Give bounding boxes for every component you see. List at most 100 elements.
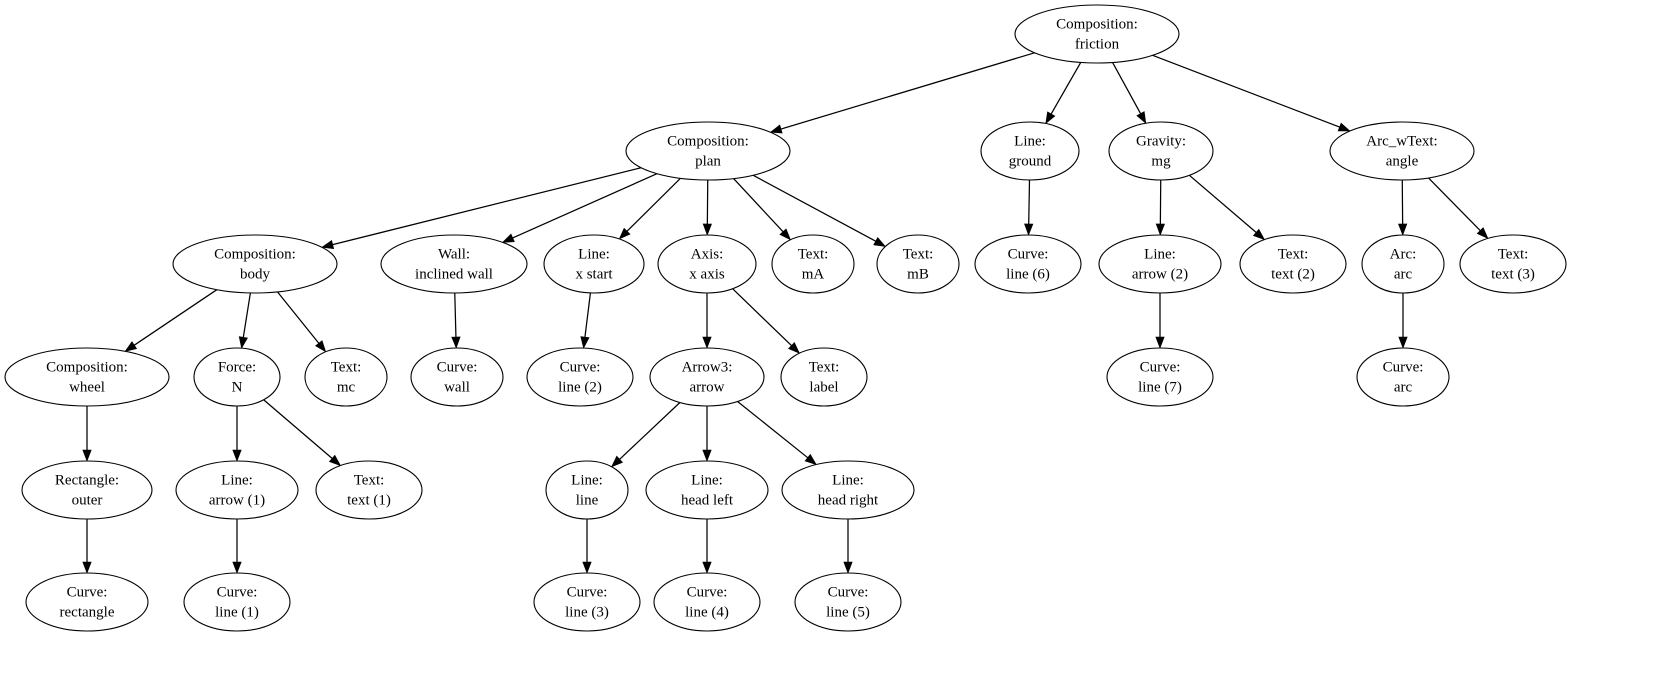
node-ellipse[interactable] — [1014, 4, 1180, 64]
graph-node-text2[interactable]: Text:text (2) — [1239, 234, 1347, 294]
graph-node-wheel[interactable]: Composition:wheel — [4, 347, 170, 407]
node-ellipse[interactable] — [1356, 347, 1450, 407]
node-ellipse[interactable] — [1106, 347, 1214, 407]
graph-node-mc[interactable]: Text:mc — [304, 347, 388, 407]
graph-node-angle[interactable]: Arc_wText:angle — [1329, 121, 1475, 181]
nodes-layer: Composition:frictionComposition:planLine… — [4, 4, 1567, 632]
graph-node-line2[interactable]: Curve:line (2) — [526, 347, 634, 407]
node-ellipse[interactable] — [1108, 121, 1214, 181]
node-ellipse[interactable] — [657, 234, 757, 294]
node-label-name: arrow — [690, 379, 725, 395]
node-label-name: line (2) — [558, 379, 602, 395]
node-label-type: Text: — [331, 359, 362, 375]
graph-node-mB[interactable]: Text:mB — [876, 234, 960, 294]
node-ellipse[interactable] — [193, 347, 281, 407]
arrowhead-icon — [582, 561, 592, 574]
node-ellipse[interactable] — [21, 460, 153, 520]
node-label-type: Text: — [809, 359, 840, 375]
node-ellipse[interactable] — [410, 347, 504, 407]
graph-node-rectangle[interactable]: Curve:rectangle — [25, 572, 149, 632]
graph-node-line7[interactable]: Curve:line (7) — [1106, 347, 1214, 407]
graph-node-arcCurve[interactable]: Curve:arc — [1356, 347, 1450, 407]
graph-node-ground[interactable]: Line:ground — [980, 121, 1080, 181]
node-ellipse[interactable] — [876, 234, 960, 294]
node-label-type: Curve: — [1383, 359, 1424, 375]
graph-node-line1[interactable]: Curve:line (1) — [183, 572, 291, 632]
graph-node-line5[interactable]: Curve:line (5) — [794, 572, 902, 632]
graph-node-body[interactable]: Composition:body — [172, 234, 338, 294]
node-ellipse[interactable] — [4, 347, 170, 407]
graph-edge — [626, 177, 681, 232]
graph-edge — [263, 399, 333, 459]
graph-edge — [780, 52, 1035, 130]
graph-node-wall[interactable]: Curve:wall — [410, 347, 504, 407]
node-ellipse[interactable] — [794, 572, 902, 632]
node-label-name: text (2) — [1271, 266, 1315, 282]
graph-edge — [133, 289, 218, 346]
graph-edge — [737, 400, 809, 459]
node-ellipse[interactable] — [172, 234, 338, 294]
graph-edge — [619, 402, 681, 460]
node-ellipse[interactable] — [1361, 234, 1445, 294]
graph-node-xaxis[interactable]: Axis:x axis — [657, 234, 757, 294]
node-label-name: line (1) — [215, 604, 259, 620]
graph-node-line3[interactable]: Curve:line (3) — [533, 572, 641, 632]
node-label-type: Composition: — [46, 359, 128, 375]
node-ellipse[interactable] — [183, 572, 291, 632]
graph-node-line4[interactable]: Curve:line (4) — [653, 572, 761, 632]
node-ellipse[interactable] — [175, 460, 299, 520]
node-label-name: line (3) — [565, 604, 609, 620]
arrowhead-icon — [1024, 223, 1034, 236]
node-ellipse[interactable] — [974, 234, 1082, 294]
arrowhead-icon — [1476, 227, 1489, 240]
graph-node-plan[interactable]: Composition:plan — [625, 121, 791, 181]
graph-node-lineLine[interactable]: Line:line — [545, 460, 629, 520]
arrowhead-icon — [702, 449, 712, 462]
node-ellipse[interactable] — [543, 234, 645, 294]
graph-node-mA[interactable]: Text:mA — [771, 234, 855, 294]
node-ellipse[interactable] — [545, 460, 629, 520]
graph-node-forceN[interactable]: Force:N — [193, 347, 281, 407]
node-ellipse[interactable] — [380, 234, 528, 294]
graph-node-text1[interactable]: Text:text (1) — [315, 460, 423, 520]
node-ellipse[interactable] — [771, 234, 855, 294]
graph-node-friction[interactable]: Composition:friction — [1014, 4, 1180, 64]
graph-node-arrow3[interactable]: Arrow3: arrow — [649, 347, 765, 407]
graph-node-arc[interactable]: Arc:arc — [1361, 234, 1445, 294]
node-ellipse[interactable] — [1459, 234, 1567, 294]
graph-node-headRight[interactable]: Line:head right — [781, 460, 915, 520]
graph-node-mg[interactable]: Gravity:mg — [1108, 121, 1214, 181]
graph-node-outer[interactable]: Rectangle:outer — [21, 460, 153, 520]
node-ellipse[interactable] — [1329, 121, 1475, 181]
arrowhead-icon — [580, 336, 590, 349]
graph-node-arrow2[interactable]: Line:arrow (2) — [1098, 234, 1222, 294]
node-label-name: line (7) — [1138, 379, 1182, 395]
node-ellipse[interactable] — [645, 460, 769, 520]
graph-node-label[interactable]: Text:label — [780, 347, 868, 407]
graph-node-line6[interactable]: Curve:line (6) — [974, 234, 1082, 294]
node-ellipse[interactable] — [781, 460, 915, 520]
graph-node-headLeft[interactable]: Line:head left — [645, 460, 769, 520]
node-label-type: Line: — [578, 246, 610, 262]
node-ellipse[interactable] — [649, 347, 765, 407]
node-ellipse[interactable] — [25, 572, 149, 632]
graph-node-text3[interactable]: Text:text (3) — [1459, 234, 1567, 294]
node-ellipse[interactable] — [1098, 234, 1222, 294]
node-ellipse[interactable] — [315, 460, 423, 520]
node-ellipse[interactable] — [780, 347, 868, 407]
graph-edge — [584, 292, 592, 338]
graph-node-arrow1[interactable]: Line:arrow (1) — [175, 460, 299, 520]
graph-node-inclined[interactable]: Wall:inclined wall — [380, 234, 528, 294]
node-ellipse[interactable] — [304, 347, 388, 407]
node-ellipse[interactable] — [625, 121, 791, 181]
node-ellipse[interactable] — [980, 121, 1080, 181]
node-ellipse[interactable] — [1239, 234, 1347, 294]
node-ellipse[interactable] — [526, 347, 634, 407]
graph-node-xstart[interactable]: Line:x start — [543, 234, 645, 294]
graph-edge — [1152, 54, 1340, 128]
node-ellipse[interactable] — [653, 572, 761, 632]
node-ellipse[interactable] — [533, 572, 641, 632]
node-label-type: Arrow3: — [682, 359, 733, 375]
arrowhead-icon — [1398, 223, 1408, 236]
node-label-name: arc — [1394, 266, 1413, 282]
